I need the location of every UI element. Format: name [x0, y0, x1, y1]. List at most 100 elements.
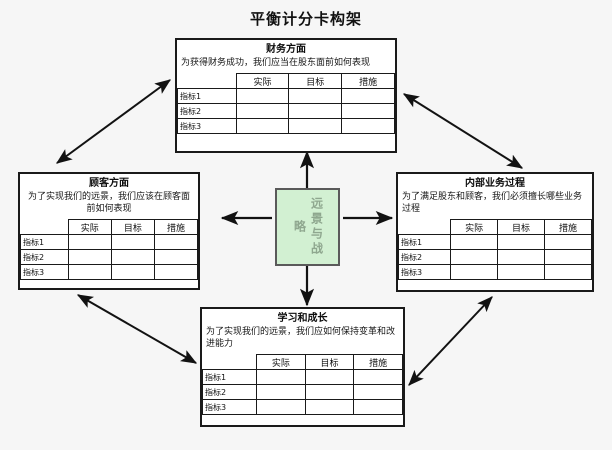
cell-measure[interactable] — [153, 249, 199, 265]
header-measure: 措施 — [544, 219, 592, 235]
cell-measure[interactable] — [341, 88, 395, 104]
header-measure: 措施 — [341, 73, 395, 89]
cell-actual[interactable] — [450, 264, 499, 280]
header-target: 目标 — [497, 219, 546, 235]
cell-measure[interactable] — [353, 384, 403, 400]
cell-target[interactable] — [288, 88, 343, 104]
cell-actual[interactable] — [256, 369, 306, 385]
arrow-financial-internal — [402, 93, 524, 169]
cell-measure[interactable] — [544, 264, 592, 280]
perspective-financial[interactable]: 财务方面 为获得财务成功，我们应当在股东面前如何表现 实际 目标 措施 指标1 — [175, 38, 397, 153]
cell-target[interactable] — [288, 103, 343, 119]
row-label: 指标1 — [397, 234, 452, 250]
row-label: 指标2 — [20, 249, 69, 265]
customer-description: 为了实现我们的远景，我们应该在顾客面前如何表现 — [27, 192, 190, 214]
arrow-customer-learning — [76, 294, 198, 364]
row-label: 指标2 — [177, 103, 237, 119]
cell-actual[interactable] — [235, 118, 290, 134]
header-actual: 实际 — [450, 219, 499, 235]
header-target: 目标 — [110, 219, 155, 235]
table-header-row: 实际 目标 措施 — [177, 73, 395, 89]
learning-description: 为了实现我们的远景，我们应如何保持变革和改进能力 — [206, 327, 396, 349]
cell-actual[interactable] — [67, 249, 112, 265]
vision-and-strategy-label: 远景与战略 — [292, 197, 324, 257]
cell-actual[interactable] — [67, 234, 112, 250]
cell-measure[interactable] — [353, 399, 403, 415]
table-row: 指标2 — [20, 249, 199, 265]
header-measure: 措施 — [153, 219, 199, 235]
row-label: 指标3 — [397, 264, 452, 280]
financial-table: 实际 目标 措施 指标1 指标2 — [177, 73, 395, 134]
table-header-row: 实际 目标 措施 — [20, 219, 199, 235]
cell-target[interactable] — [304, 384, 355, 400]
cell-target[interactable] — [110, 249, 155, 265]
cell-measure[interactable] — [544, 234, 592, 250]
table-row: 指标2 — [202, 384, 403, 400]
cell-target[interactable] — [304, 399, 355, 415]
cell-target[interactable] — [110, 264, 155, 280]
customer-title: 顾客方面 — [89, 178, 129, 189]
perspective-learning[interactable]: 学习和成长 为了实现我们的远景，我们应如何保持变革和改进能力 实际 目标 措施 … — [200, 307, 405, 427]
cell-actual[interactable] — [235, 103, 290, 119]
header-actual: 实际 — [235, 73, 290, 89]
learning-table: 实际 目标 措施 指标1 指标2 — [202, 354, 403, 415]
customer-header: 顾客方面 为了实现我们的远景，我们应该在顾客面前如何表现 — [20, 174, 198, 219]
row-label: 指标1 — [202, 369, 257, 385]
cell-actual[interactable] — [256, 399, 306, 415]
cell-measure[interactable] — [544, 249, 592, 265]
header-blank — [177, 73, 237, 89]
learning-header: 学习和成长 为了实现我们的远景，我们应如何保持变革和改进能力 — [202, 309, 403, 354]
table-row: 指标3 — [397, 264, 592, 280]
cell-measure[interactable] — [353, 369, 403, 385]
cell-actual[interactable] — [450, 249, 499, 265]
table-row: 指标1 — [20, 234, 199, 250]
cell-target[interactable] — [304, 369, 355, 385]
cell-target[interactable] — [497, 249, 546, 265]
customer-table: 实际 目标 措施 指标1 指标2 — [20, 219, 199, 280]
table-row: 指标3 — [20, 264, 199, 280]
cell-actual[interactable] — [67, 264, 112, 280]
page-title: 平衡计分卡构架 — [249, 10, 362, 28]
table-row: 指标2 — [177, 103, 395, 119]
row-label: 指标3 — [202, 399, 257, 415]
header-blank — [20, 219, 69, 235]
header-blank — [202, 354, 257, 370]
table-row: 指标3 — [177, 118, 395, 134]
cell-actual[interactable] — [450, 234, 499, 250]
financial-description: 为获得财务成功，我们应当在股东面前如何表现 — [181, 58, 371, 68]
internal-description: 为了满足股东和顾客，我们必须擅长哪些业务过程 — [402, 192, 583, 214]
cell-measure[interactable] — [153, 264, 199, 280]
arrow-customer-financial — [56, 79, 171, 164]
table-row: 指标1 — [397, 234, 592, 250]
perspective-internal[interactable]: 内部业务过程 为了满足股东和顾客，我们必须擅长哪些业务过程 实际 目标 措施 指… — [396, 172, 594, 292]
cell-target[interactable] — [497, 264, 546, 280]
cell-measure[interactable] — [341, 103, 395, 119]
cell-target[interactable] — [497, 234, 546, 250]
header-blank — [398, 219, 452, 235]
header-actual: 实际 — [256, 354, 306, 370]
perspective-customer[interactable]: 顾客方面 为了实现我们的远景，我们应该在顾客面前如何表现 实际 目标 措施 指标… — [18, 172, 200, 290]
internal-header: 内部业务过程 为了满足股东和顾客，我们必须擅长哪些业务过程 — [398, 174, 592, 219]
table-header-row: 实际 目标 措施 — [398, 219, 592, 235]
financial-title: 财务方面 — [266, 44, 306, 55]
table-row: 指标3 — [202, 399, 403, 415]
row-label: 指标3 — [20, 264, 69, 280]
vision-and-strategy-box[interactable]: 远景与战略 — [275, 188, 340, 266]
row-label: 指标1 — [177, 88, 237, 104]
cell-target[interactable] — [110, 234, 155, 250]
cell-measure[interactable] — [153, 234, 199, 250]
row-label: 指标2 — [397, 249, 452, 265]
table-row: 指标1 — [202, 369, 403, 385]
cell-actual[interactable] — [235, 88, 290, 104]
cell-measure[interactable] — [341, 118, 395, 134]
header-measure: 措施 — [353, 354, 403, 370]
header-actual: 实际 — [67, 219, 112, 235]
cell-actual[interactable] — [256, 384, 306, 400]
internal-title: 内部业务过程 — [465, 178, 525, 189]
internal-table: 实际 目标 措施 指标1 指标2 — [397, 219, 592, 280]
header-target: 目标 — [288, 73, 343, 89]
row-label: 指标1 — [20, 234, 69, 250]
cell-target[interactable] — [288, 118, 343, 134]
arrow-learning-internal — [408, 296, 493, 386]
